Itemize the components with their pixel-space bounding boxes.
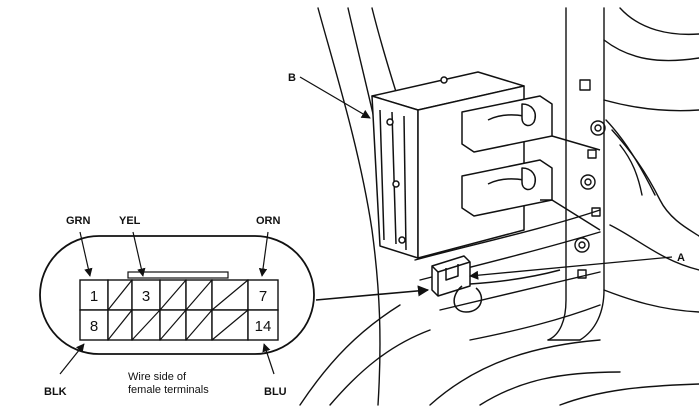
wire-label-blu: BLU (264, 386, 287, 398)
wire-label-orn: ORN (256, 215, 281, 227)
callout-b-label: B (288, 72, 296, 84)
leader-a-arrow (469, 256, 673, 280)
pin-8-label: 8 (90, 318, 98, 335)
vehicle-body-lineart (299, 7, 699, 406)
pin-cavity-grid (79, 279, 279, 341)
pin-7-label: 7 (259, 288, 267, 305)
pin-1-label: 1 (90, 288, 98, 305)
module-mounting-brackets (461, 95, 601, 231)
leader-b-arrow (299, 76, 371, 119)
callout-leaders (299, 76, 673, 301)
connector-pointer-arrow (315, 285, 430, 301)
control-module-b (371, 71, 525, 259)
connector-lock-tab (127, 271, 229, 279)
connector-caption-line1: Wire side of (128, 371, 187, 383)
callout-a-label: A (677, 252, 685, 264)
wire-label-grn: GRN (66, 215, 91, 227)
connector-caption-line2: female terminals (128, 384, 209, 396)
wire-label-blk: BLK (44, 386, 67, 398)
empty-cavity-hatching (107, 279, 249, 341)
pin-3-label: 3 (142, 288, 150, 305)
connector-face-inset: 1 3 7 8 14 GRN YEL ORN BLK BLU Wire side… (39, 215, 315, 398)
wire-color-leaders (59, 231, 275, 375)
wire-label-yel: YEL (119, 215, 141, 227)
pin-14-label: 14 (255, 318, 272, 335)
connector-a (431, 255, 561, 313)
